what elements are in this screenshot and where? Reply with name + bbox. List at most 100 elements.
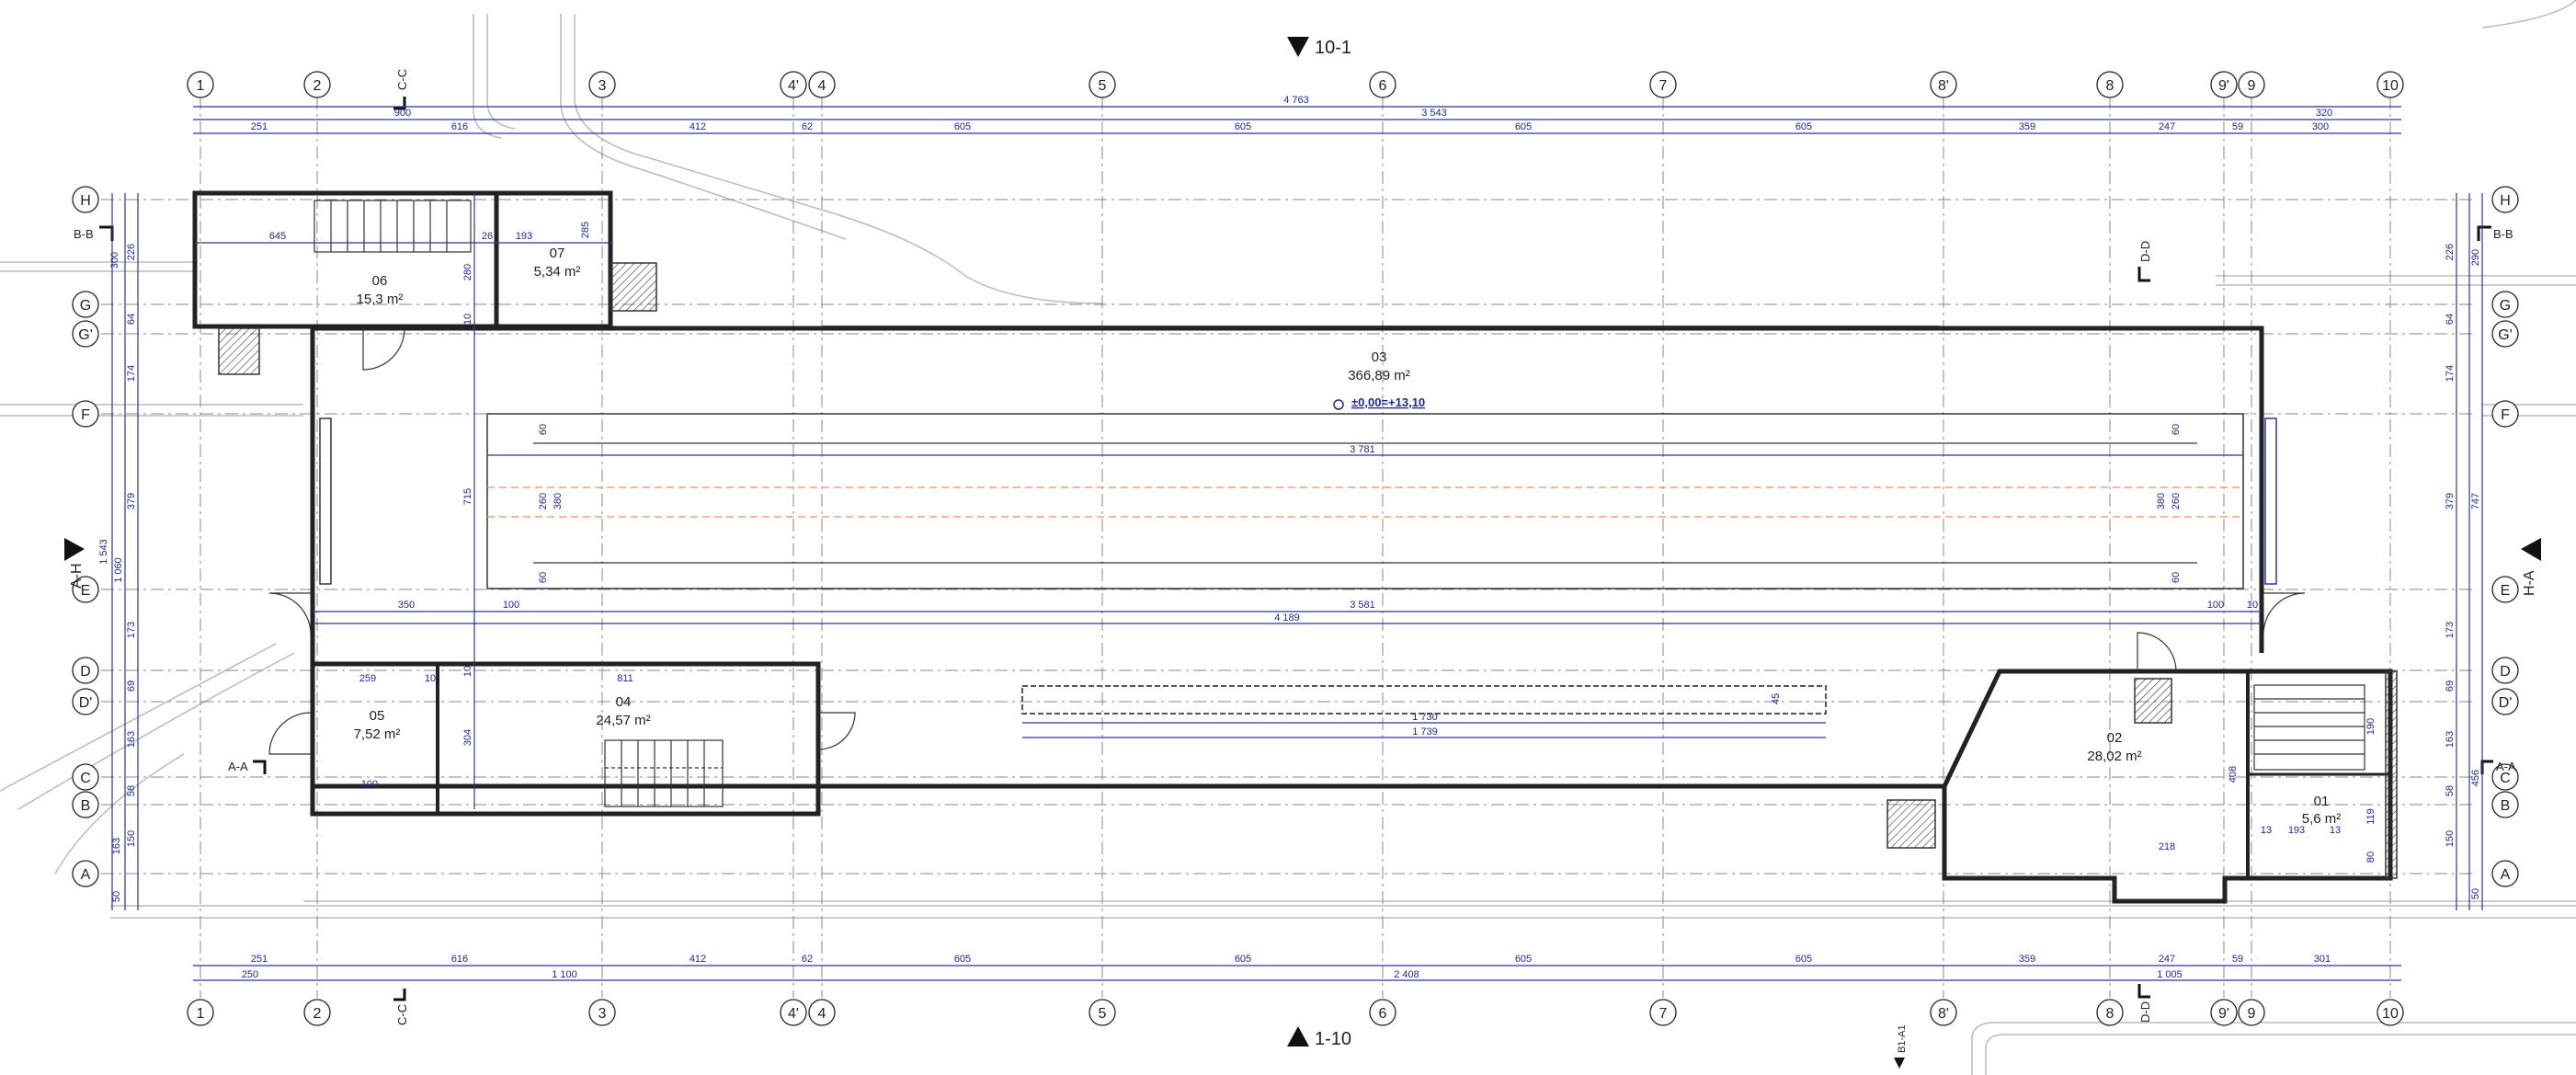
grid-bubble-row-G-right: G <box>2491 291 2519 318</box>
svg-text:616: 616 <box>451 121 468 132</box>
shaft-07 <box>610 262 657 312</box>
svg-text:190: 190 <box>2365 718 2377 735</box>
room-07-label: 07 5,34 m² <box>534 246 581 280</box>
grid-bubble-row-A: A <box>72 860 99 887</box>
svg-text:163: 163 <box>111 838 122 854</box>
grid-bubble-row-B: B <box>72 791 99 818</box>
svg-text:605: 605 <box>1795 121 1812 132</box>
svg-text:62: 62 <box>802 954 813 965</box>
section-cut-aa-right: A-A <box>2480 760 2516 774</box>
svg-text:B: B <box>2501 798 2511 814</box>
svg-text:28,02 m²: 28,02 m² <box>2087 749 2141 764</box>
stair-06 <box>313 200 472 253</box>
svg-text:811: 811 <box>617 673 633 684</box>
svg-text:D-D: D-D <box>2138 241 2152 262</box>
svg-text:290: 290 <box>2470 249 2481 266</box>
room-06-label: 06 15,3 m² <box>357 273 404 307</box>
svg-text:80: 80 <box>2365 852 2377 863</box>
section-marker-top: 10-1 <box>1287 37 1351 58</box>
stair-01 <box>2253 684 2365 771</box>
svg-text:5,34 m²: 5,34 m² <box>534 264 581 280</box>
svg-text:150: 150 <box>126 830 137 847</box>
svg-text:4 189: 4 189 <box>1274 612 1300 623</box>
svg-text:8': 8' <box>1938 78 1949 94</box>
grid-bubble-col-4p-bottom: 4' <box>780 999 807 1026</box>
grid-bubble-col-8: 8 <box>2096 71 2124 98</box>
svg-text:C-C: C-C <box>395 69 409 90</box>
svg-text:5: 5 <box>1099 1006 1107 1022</box>
svg-text:A-A: A-A <box>228 760 248 773</box>
svg-text:163: 163 <box>2445 731 2456 748</box>
svg-text:3 781: 3 781 <box>1350 444 1375 455</box>
svg-text:7: 7 <box>1659 1006 1668 1022</box>
svg-text:100: 100 <box>503 600 519 611</box>
svg-text:605: 605 <box>954 954 971 965</box>
svg-text:A: A <box>81 867 91 883</box>
svg-text:350: 350 <box>398 600 415 611</box>
grid-bubble-col-4p: 4' <box>780 71 807 98</box>
svg-text:247: 247 <box>2159 954 2175 965</box>
grid-bubble-col-3: 3 <box>588 71 616 98</box>
svg-text:251: 251 <box>251 121 268 132</box>
svg-text:193: 193 <box>2288 825 2305 836</box>
svg-text:03: 03 <box>1372 349 1387 365</box>
section-cut-cc-top: C-C <box>393 69 409 110</box>
svg-text:G: G <box>2500 298 2511 314</box>
grid-bubble-col-9: 9 <box>2238 71 2265 98</box>
grid-bubble-col-9-bottom: 9 <box>2238 999 2265 1026</box>
row-axes <box>101 199 2473 875</box>
svg-text:60: 60 <box>538 424 549 435</box>
svg-text:60: 60 <box>538 572 549 583</box>
svg-text:366,89 m²: 366,89 m² <box>1348 368 1410 383</box>
svg-text:9: 9 <box>2248 1006 2256 1022</box>
grid-bubble-col-9p-bottom: 9' <box>2210 999 2238 1026</box>
svg-text:D': D' <box>79 695 93 711</box>
svg-text:04: 04 <box>616 694 632 710</box>
svg-text:24,57 m²: 24,57 m² <box>596 713 650 728</box>
svg-text:900: 900 <box>394 108 411 119</box>
shaft-02-north <box>2134 678 2172 724</box>
svg-text:D-D: D-D <box>2138 1001 2152 1023</box>
svg-text:5,6 m²: 5,6 m² <box>2302 811 2342 827</box>
svg-text:60: 60 <box>2171 572 2182 583</box>
grid-bubble-col-6-bottom: 6 <box>1369 999 1396 1026</box>
hall-lane <box>486 413 2244 589</box>
svg-text:64: 64 <box>126 314 137 325</box>
svg-text:300: 300 <box>2312 121 2329 132</box>
svg-text:F: F <box>81 407 90 423</box>
grid-bubble-col-10: 10 <box>2377 71 2404 98</box>
svg-text:605: 605 <box>1795 954 1812 965</box>
svg-text:605: 605 <box>1515 954 1532 965</box>
grid-bubble-col-7-bottom: 7 <box>1649 999 1677 1026</box>
svg-text:1 730: 1 730 <box>1412 712 1438 723</box>
east-glazing <box>2264 417 2277 585</box>
svg-text:247: 247 <box>2159 121 2175 132</box>
svg-text:412: 412 <box>690 954 706 965</box>
svg-text:10: 10 <box>2382 78 2399 94</box>
svg-text:218: 218 <box>2159 841 2175 852</box>
svg-text:301: 301 <box>2314 954 2331 965</box>
grid-bubble-col-8p-bottom: 8' <box>1930 999 1957 1026</box>
grid-bubble-col-8p: 8' <box>1930 71 1957 98</box>
svg-text:50: 50 <box>111 891 122 902</box>
svg-text:304: 304 <box>462 729 473 746</box>
svg-text:173: 173 <box>126 622 137 638</box>
grid-bubble-row-E: E <box>72 576 99 603</box>
svg-text:359: 359 <box>2019 121 2035 132</box>
grid-rows-left: H G G' F E D D' C B A <box>72 186 99 887</box>
svg-text:B-B: B-B <box>74 227 94 241</box>
svg-text:B: B <box>81 798 91 814</box>
room-02-label: 02 28,02 m² <box>2087 730 2141 764</box>
svg-text:4': 4' <box>788 78 799 94</box>
svg-text:69: 69 <box>126 680 137 692</box>
svg-text:456: 456 <box>2470 770 2481 786</box>
room-05-04-wall <box>310 661 821 817</box>
svg-text:605: 605 <box>954 121 971 132</box>
svg-text:605: 605 <box>1235 954 1251 965</box>
svg-text:D: D <box>80 664 91 680</box>
grid-bubble-row-H-right: H <box>2491 186 2519 213</box>
grid-bubble-col-1-bottom: 1 <box>187 999 214 1026</box>
svg-text:3: 3 <box>598 78 607 94</box>
svg-text:1 739: 1 739 <box>1412 726 1438 738</box>
